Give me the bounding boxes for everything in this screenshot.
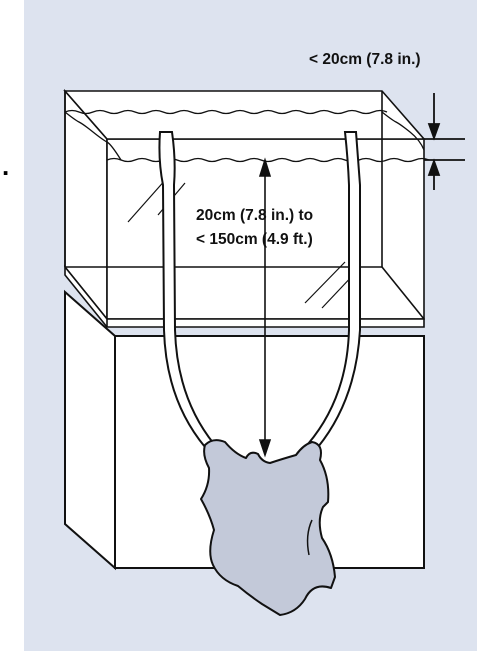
pump-detail-line	[306, 519, 313, 556]
tank-right-bottom-edge	[381, 266, 425, 320]
water-surface-back-wave	[64, 109, 388, 115]
height-range-label-line2: < 150cm (4.9 ft.)	[196, 231, 313, 248]
cabinet-side-face	[64, 289, 116, 571]
top-gap-arrow-lower-head	[427, 158, 441, 176]
height-range-arrow	[258, 157, 272, 458]
top-gap-arrow-upper-head	[427, 123, 441, 141]
height-range-arrow-head-bottom	[258, 439, 272, 458]
water-surface-left-wave	[64, 111, 122, 161]
tank-top-rim	[63, 90, 426, 140]
water-surface-right-wave	[381, 111, 425, 151]
reflection-mark	[127, 177, 168, 223]
height-range-arrow-head-top	[258, 157, 272, 177]
reflection-mark	[304, 261, 346, 304]
submersible-pump	[200, 439, 336, 616]
top-gap-dimension	[424, 93, 465, 190]
page-margin-mark: .	[2, 151, 10, 181]
height-range-label-line1: 20cm (7.8 in.) to	[196, 207, 313, 224]
page-margin: .	[0, 0, 24, 651]
top-gap-label: < 20cm (7.8 in.)	[309, 51, 421, 68]
